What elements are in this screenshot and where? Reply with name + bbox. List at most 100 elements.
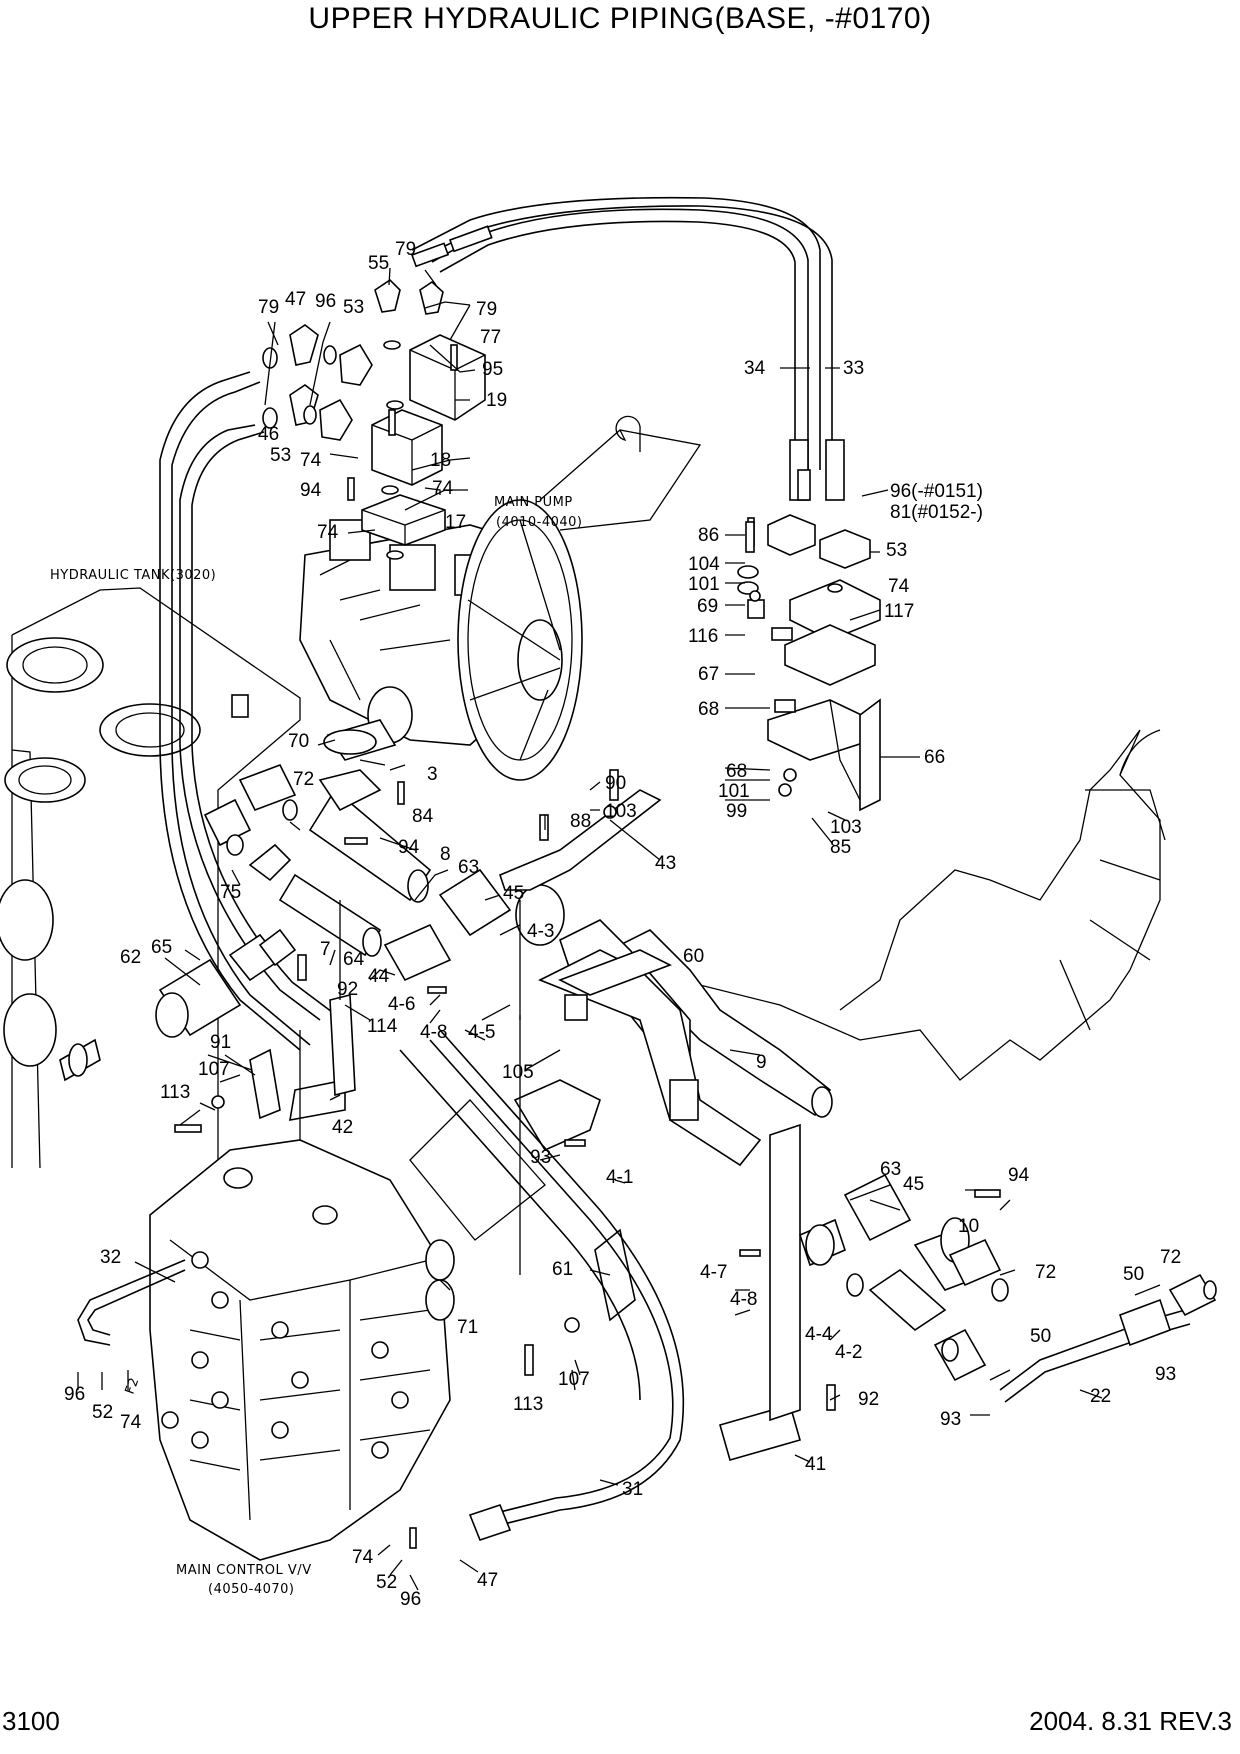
callout-label: 10 [958, 1216, 979, 1237]
callout-label: 52 [92, 1402, 113, 1423]
callout-label: 55 [368, 253, 389, 274]
hoses-lower [77, 1029, 1191, 1541]
valve-block-stack [347, 334, 486, 560]
callout-label: 114 [367, 1016, 398, 1037]
callout-label: 99 [726, 801, 747, 822]
engine-fan [639, 729, 1166, 1081]
callout-label: 96 [400, 1589, 421, 1610]
page-number: 3100 [2, 1706, 60, 1736]
callout-label: 61 [552, 1259, 573, 1280]
callout-label: 4-2 [835, 1342, 862, 1363]
callout-label: 113 [160, 1082, 190, 1103]
hoses-left-loop [159, 371, 333, 1051]
callout-label: 93 [940, 1409, 961, 1430]
hydraulic-tank [0, 587, 301, 1169]
callout-label: 19 [486, 390, 507, 411]
callout-label: 64 [343, 949, 365, 970]
main-control-valve [149, 1139, 455, 1561]
callout-label: 107 [198, 1059, 230, 1080]
callout-label: 4-8 [730, 1289, 757, 1310]
callout-label: 117 [884, 601, 914, 622]
callout-label: 50 [1123, 1264, 1144, 1285]
callout-label: 84 [412, 806, 434, 827]
callout-label: 43 [655, 853, 676, 874]
callout-label: 95 [482, 359, 503, 380]
callout-label: 94 [300, 480, 322, 501]
callout-label: 72 [293, 769, 314, 790]
callout-label: 31 [622, 1479, 643, 1500]
callout-label: 4-8 [420, 1022, 447, 1043]
callout-label: 74 [888, 576, 910, 597]
callout-label: 18 [430, 450, 451, 471]
callout-label: 68 [726, 761, 747, 782]
brackets [249, 789, 801, 1461]
callout-label: 75 [220, 882, 241, 903]
callout-label: 96 [315, 291, 336, 312]
callout-label: 33 [843, 358, 864, 379]
callout-label: 79 [395, 239, 416, 260]
callout-label: 79 [476, 299, 497, 320]
callout-label: 91 [210, 1032, 231, 1053]
callout-label: 22 [1090, 1386, 1111, 1407]
page-title: UPPER HYDRAULIC PIPING(BASE, -#0170) [308, 2, 932, 35]
callout-label: 53 [270, 445, 291, 466]
callout-label: 4-3 [527, 921, 554, 942]
callout-label: 77 [480, 327, 501, 348]
callout-label: 103 [830, 817, 862, 838]
callout-label: 9 [756, 1052, 767, 1073]
leader-lines [77, 267, 1161, 1591]
callout-label: 72 [1160, 1247, 1181, 1268]
callout-label: 90 [605, 773, 626, 794]
revision-date: 2004. 8.31 REV.3 [1029, 1706, 1232, 1736]
couplings [59, 868, 987, 1291]
callout-label: 63 [880, 1159, 901, 1180]
callout-label: 53 [343, 297, 364, 318]
callout-label: 70 [288, 731, 309, 752]
callout-label: 4-5 [468, 1022, 495, 1043]
callout-label: 41 [805, 1454, 826, 1475]
callout-label: 52 [376, 1572, 397, 1593]
note-main-control-ref: (4050-4070) [208, 1582, 295, 1597]
callout-label: 79 [258, 297, 279, 318]
callout-label: 113 [513, 1394, 543, 1415]
callout-label: 92 [858, 1389, 879, 1410]
callout-label: 34 [744, 358, 766, 379]
callout-label: F2 [123, 1375, 143, 1396]
callout-label: 65 [151, 937, 172, 958]
callout-label: 96(-#0151) [890, 481, 983, 502]
callout-label: 69 [697, 596, 718, 617]
callout-label: 63 [458, 857, 479, 878]
fasteners [174, 521, 1001, 1549]
callout-label: 60 [683, 946, 704, 967]
flanges-left [203, 719, 397, 856]
callout-label: 92 [337, 979, 358, 1000]
callout-label: 85 [830, 837, 851, 858]
callout-label: 93 [530, 1147, 551, 1168]
callout-label: 74 [300, 450, 322, 471]
callout-label: 103 [605, 801, 637, 822]
callout-label: 44 [368, 966, 390, 987]
callout-label: 17 [445, 512, 466, 533]
note-main-pump: MAIN PUMP [494, 495, 573, 510]
callout-label: 50 [1030, 1326, 1051, 1347]
callout-label: 32 [100, 1247, 121, 1268]
callout-label: 3 [427, 764, 438, 785]
callout-label: 86 [698, 525, 719, 546]
callout-label: 46 [258, 424, 279, 445]
callout-label: 4-1 [606, 1167, 633, 1188]
callout-label: 4-6 [388, 994, 415, 1015]
callout-label: 62 [120, 947, 141, 968]
callout-label: 4-4 [805, 1324, 833, 1345]
callout-label: 4-7 [700, 1262, 727, 1283]
callout-label: 96 [64, 1384, 85, 1405]
callout-label: 101 [718, 781, 750, 802]
callout-label: 67 [698, 664, 719, 685]
callout-label: 88 [570, 811, 591, 832]
callout-label: 93 [1155, 1364, 1176, 1385]
callout-label: 53 [886, 540, 907, 561]
callout-label: 74 [352, 1547, 374, 1568]
callout-label: 94 [1008, 1165, 1030, 1186]
callout-label: 8 [440, 844, 451, 865]
callout-label: 71 [457, 1317, 478, 1338]
